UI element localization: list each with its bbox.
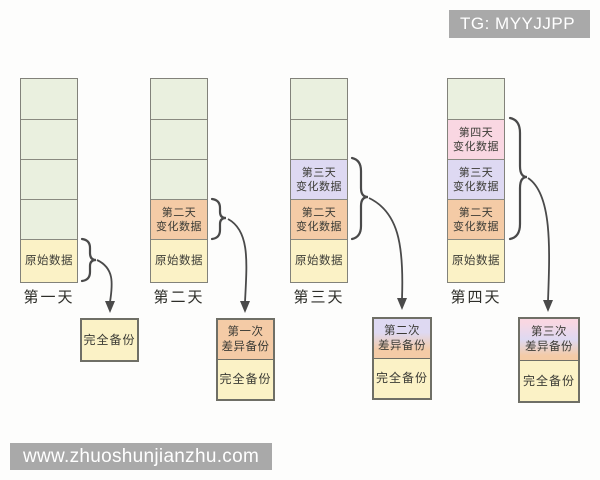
stack-cell-day3-changes: 第三天 变化数据	[448, 159, 504, 199]
stack-cell-original-data: 原始数据	[151, 239, 207, 282]
day-label-1: 第一天	[23, 289, 75, 306]
stack-cell-original-data: 原始数据	[291, 239, 347, 282]
cell-text: 变化数据	[453, 140, 499, 153]
backup-stack-day4: 第三次 差异备份 完全备份	[518, 317, 580, 403]
cell-text: 第二天	[458, 206, 494, 219]
cell-text: 变化数据	[453, 220, 499, 233]
cell-text: 原始数据	[25, 255, 73, 267]
backup-stack-day2: 第一次 差异备份 完全备份	[216, 318, 275, 401]
cell-text: 原始数据	[295, 255, 343, 267]
stack-cell	[21, 79, 77, 119]
cell-text: 变化数据	[296, 180, 342, 193]
arrowhead-day3	[397, 298, 407, 310]
day-label-2: 第二天	[153, 289, 205, 306]
backup-text: 第三次	[531, 325, 567, 338]
full-backup-box: 完全备份	[374, 358, 430, 398]
backup-text: 第二次	[384, 324, 420, 337]
cell-text: 第三天	[301, 166, 337, 179]
backup-text: 第一次	[227, 325, 264, 338]
arrow-day1	[96, 259, 113, 303]
brace-day1	[80, 237, 97, 283]
backup-text: 差异备份	[525, 340, 573, 353]
stack-cell	[21, 119, 77, 159]
stack-cell	[21, 199, 77, 239]
day-label-3: 第三天	[293, 289, 345, 306]
arrowhead-day1	[105, 301, 115, 313]
arrowhead-day2	[240, 301, 250, 313]
cell-text: 第二天	[301, 206, 337, 219]
backup-text: 完全备份	[375, 371, 428, 385]
tg-watermark-badge: TG: MYYJJPP	[449, 10, 590, 38]
site-watermark: www.zhuoshunjianzhu.com	[10, 443, 272, 470]
stack-cell-original-data: 原始数据	[21, 239, 77, 282]
cell-text: 变化数据	[156, 220, 202, 233]
backup-text: 完全备份	[219, 372, 272, 386]
backup-text: 完全备份	[83, 332, 136, 347]
cell-text: 原始数据	[155, 255, 203, 267]
diff-backup-box-1: 第一次 差异备份	[218, 320, 273, 359]
diff-backup-box-2: 第二次 差异备份	[374, 319, 430, 358]
full-backup-box: 完全备份	[520, 360, 578, 401]
full-backup-box: 完全备份	[82, 320, 137, 360]
backup-text: 完全备份	[522, 373, 575, 388]
stack-cell	[151, 159, 207, 199]
arrow-day2	[227, 218, 248, 303]
arrow-day3	[368, 197, 404, 300]
brace-day2	[210, 197, 227, 241]
arrowhead-day4	[543, 300, 553, 312]
stack-cell-day2-changes: 第二天 变化数据	[151, 199, 207, 239]
stack-cell	[448, 79, 504, 119]
stack-cell	[291, 79, 347, 119]
cell-text: 变化数据	[453, 180, 499, 193]
stack-cell-day2-changes: 第二天 变化数据	[448, 199, 504, 239]
cell-text: 变化数据	[296, 220, 342, 233]
stack-cell	[21, 159, 77, 199]
stack-cell-day3-changes: 第三天 变化数据	[291, 159, 347, 199]
data-stack-day3: 第三天 变化数据 第二天 变化数据 原始数据	[290, 78, 348, 283]
stack-cell	[151, 119, 207, 159]
day-label-4: 第四天	[450, 289, 502, 306]
arrow-day4	[527, 177, 550, 302]
data-stack-day4: 第四天 变化数据 第三天 变化数据 第二天 变化数据 原始数据	[447, 78, 505, 283]
brace-day3	[350, 156, 369, 241]
cell-text: 第四天	[458, 126, 494, 139]
diff-backup-box-3: 第三次 差异备份	[520, 319, 578, 360]
full-backup-box: 完全备份	[218, 359, 273, 399]
backup-text: 差异备份	[378, 339, 426, 352]
backup-text: 差异备份	[221, 340, 270, 353]
stack-cell-original-data: 原始数据	[448, 239, 504, 282]
stack-cell-day4-changes: 第四天 变化数据	[448, 119, 504, 159]
cell-text: 第三天	[458, 166, 494, 179]
data-stack-day1: 原始数据	[20, 78, 78, 283]
backup-stack-day3: 第二次 差异备份 完全备份	[372, 317, 432, 400]
stack-cell-day2-changes: 第二天 变化数据	[291, 199, 347, 239]
backup-stack-day1: 完全备份	[80, 318, 139, 362]
cell-text: 原始数据	[452, 255, 500, 267]
brace-day4	[508, 116, 528, 241]
cell-text: 第二天	[161, 206, 197, 219]
data-stack-day2: 第二天 变化数据 原始数据	[150, 78, 208, 283]
stack-cell	[291, 119, 347, 159]
stack-cell	[151, 79, 207, 119]
